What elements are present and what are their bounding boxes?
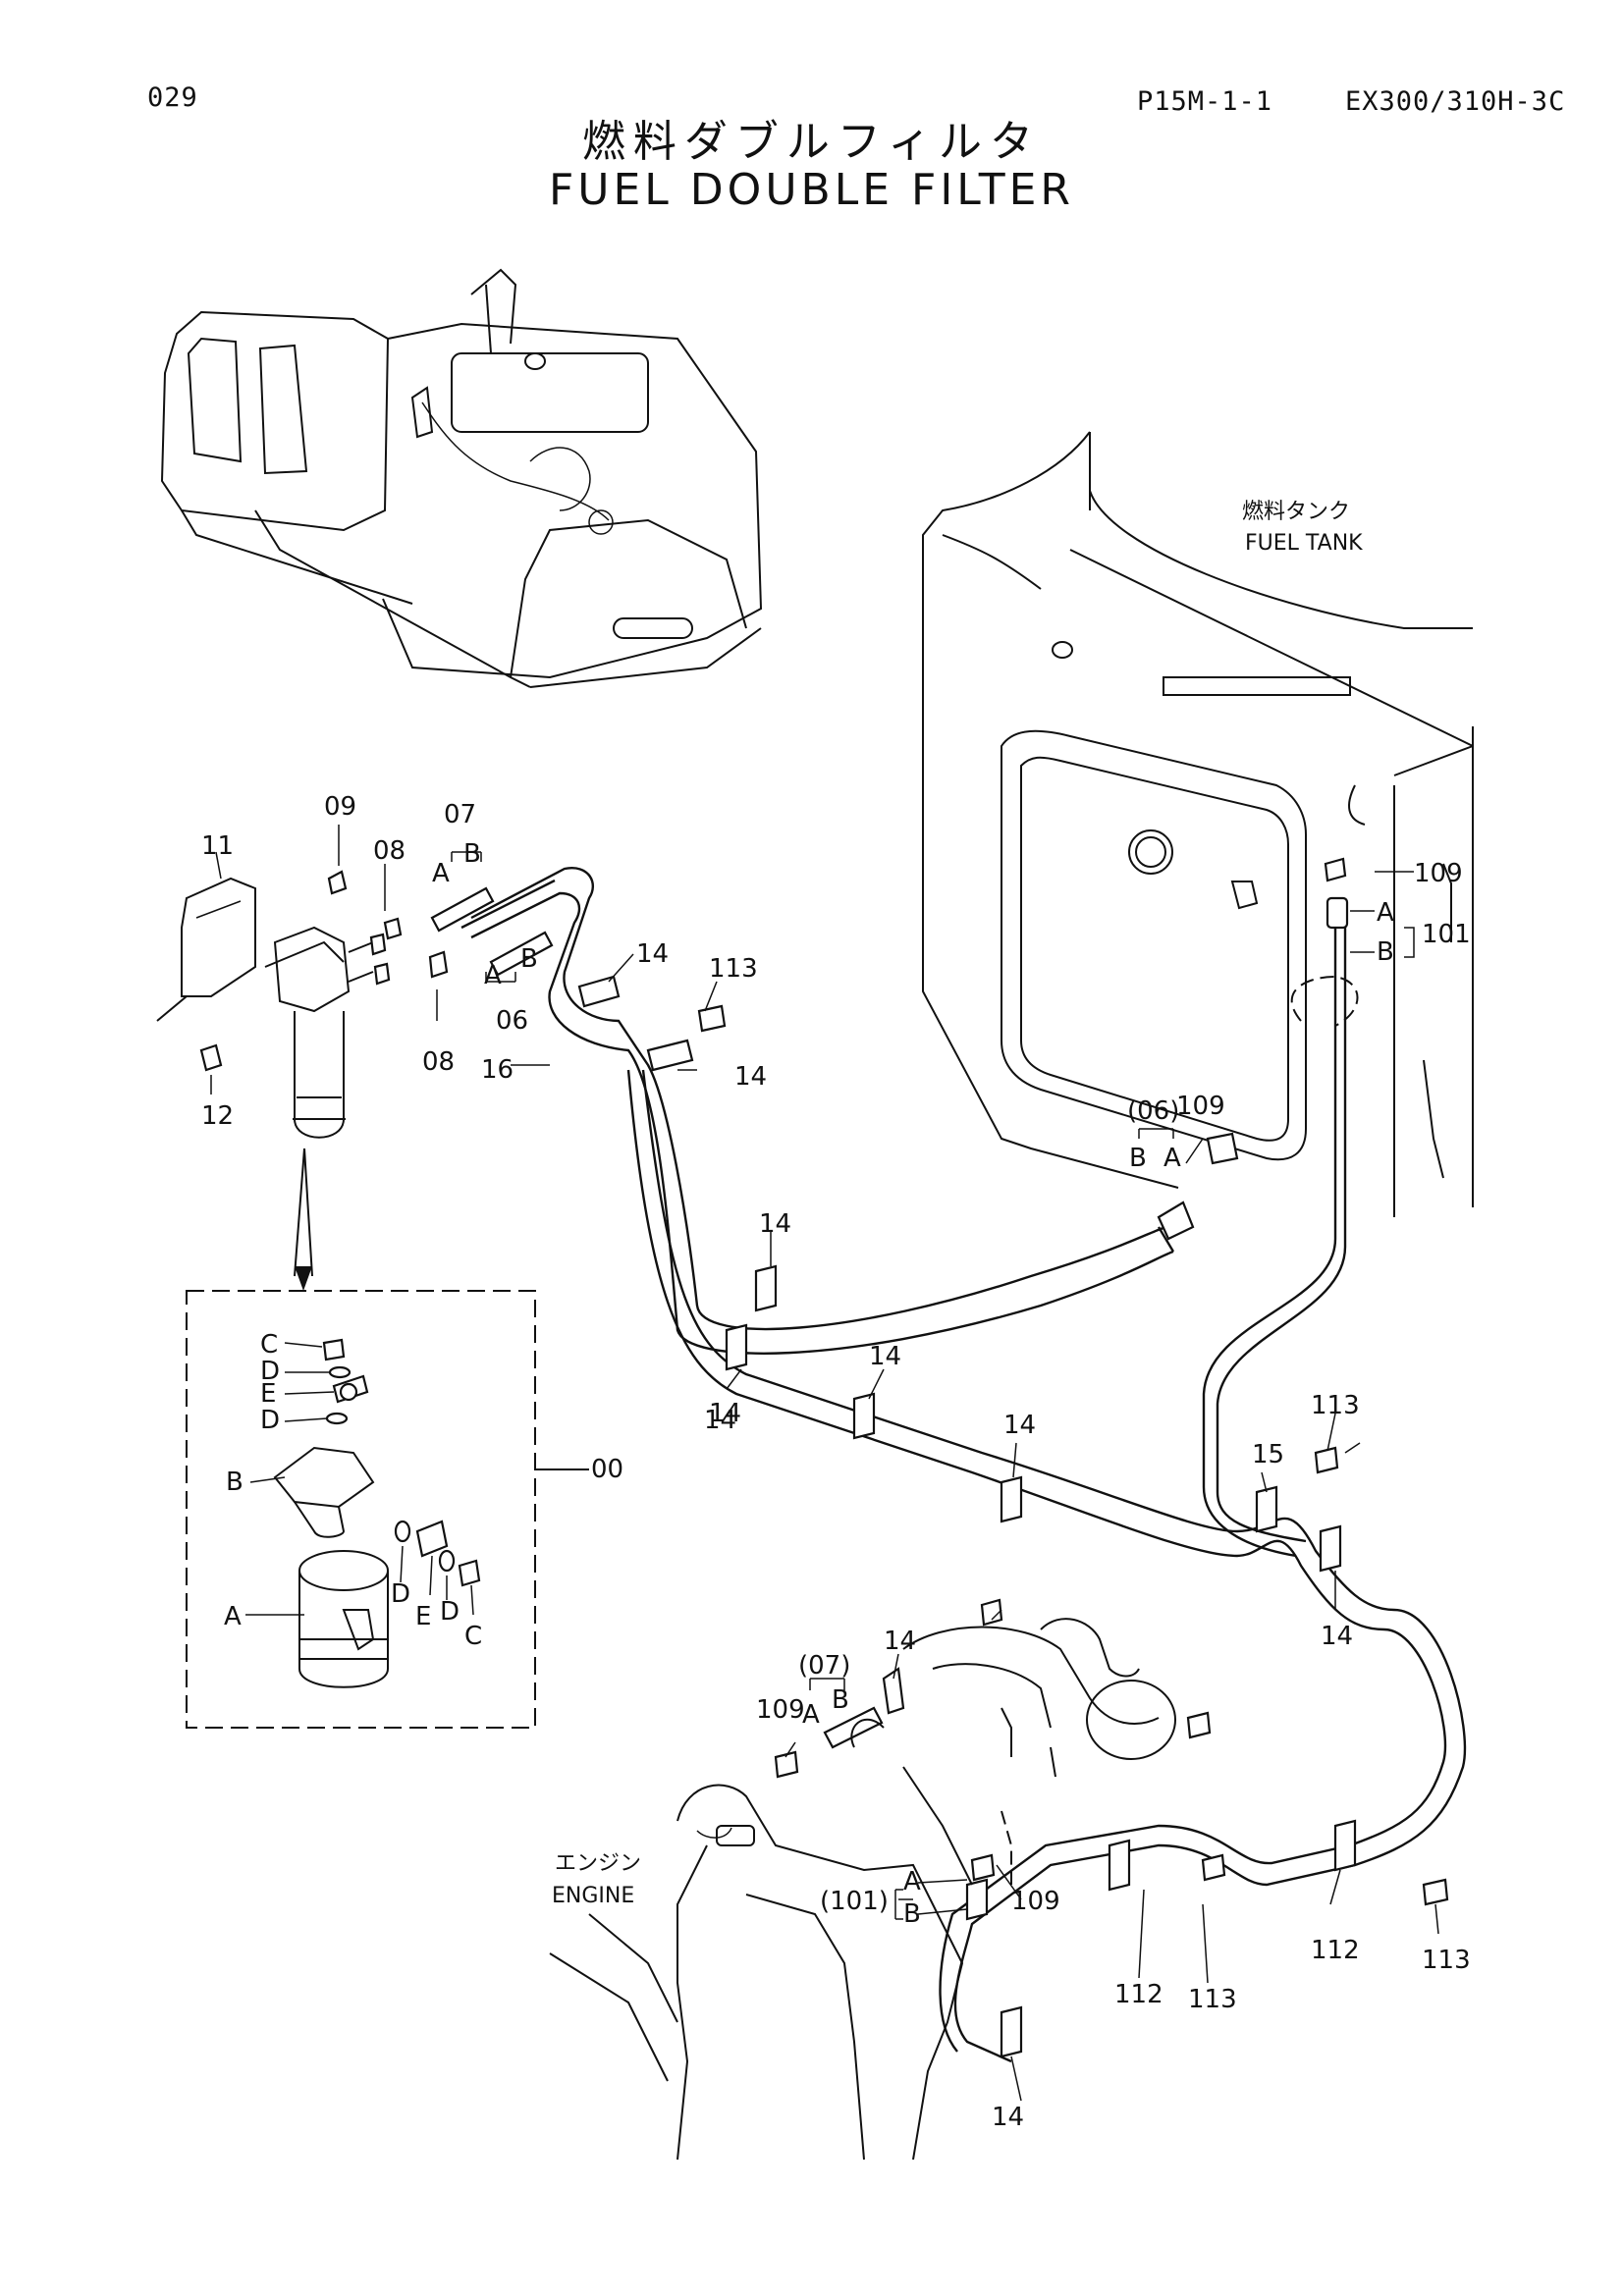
inset-letter-A: A <box>224 1602 242 1631</box>
excavator-overview-illustration <box>160 268 763 688</box>
callout-14: 14 <box>884 1627 916 1656</box>
inset-letter-D: D <box>391 1579 410 1609</box>
callout-14: 14 <box>1321 1622 1353 1651</box>
fuel-hoses <box>460 867 1467 2063</box>
inset-letter-E: E <box>415 1602 431 1631</box>
inset-letter-D: D <box>440 1597 460 1627</box>
callout-08-upper: 08 <box>373 836 406 866</box>
callout-11: 11 <box>201 831 234 861</box>
sub-letter-B: B <box>1129 1144 1147 1173</box>
inset-letter-B: B <box>226 1468 243 1497</box>
inset-letter-D: D <box>260 1406 280 1435</box>
callout-14: 14 <box>704 1406 736 1435</box>
callout-14: 14 <box>734 1062 767 1092</box>
inset-letter-C: C <box>464 1622 482 1651</box>
callout-16: 16 <box>481 1055 514 1085</box>
sub-letter-A: A <box>1163 1144 1181 1173</box>
engine-label-en: ENGINE <box>552 1884 634 1908</box>
callout-109: 109 <box>1414 859 1463 888</box>
hose-fittings-06-07 <box>430 886 1195 1241</box>
callout-113: 113 <box>709 954 758 984</box>
fuel-tank-illustration <box>922 431 1474 1217</box>
callout-101: 101 <box>1422 920 1471 949</box>
inset-letter-C: C <box>260 1330 278 1360</box>
callout-112: 112 <box>1311 1936 1360 1965</box>
callout-112: 112 <box>1114 1980 1163 2009</box>
callout-12: 12 <box>201 1101 234 1131</box>
sub-letter-B: B <box>1377 937 1394 967</box>
page-title-jp: 燃料ダブルフィルタ <box>581 117 1042 167</box>
sub-letter-A: A <box>1377 898 1394 928</box>
callout-leaders <box>210 825 1439 2102</box>
hose-clamps <box>577 975 1357 2058</box>
fuel-filter-assembly <box>156 870 449 1291</box>
engine-label-jp: エンジン <box>555 1851 641 1876</box>
callout-07-paren: (07) <box>798 1651 850 1681</box>
callout-07: 07 <box>444 800 476 829</box>
page-code: 029 <box>147 82 198 113</box>
callout-101-paren: (101) <box>820 1887 889 1916</box>
inset-letter-E: E <box>260 1379 276 1409</box>
callout-14: 14 <box>869 1342 901 1371</box>
callout-14: 14 <box>709 1399 741 1428</box>
sub-letter-B: B <box>903 1899 921 1929</box>
sub-letter-A: A <box>484 961 502 990</box>
sub-letter-B: B <box>463 839 481 869</box>
model-code: EX300/310H-3C <box>1345 86 1566 117</box>
callout-00: 00 <box>591 1455 623 1484</box>
fuel-tank-label-en: FUEL TANK <box>1245 531 1363 556</box>
sub-letter-B: B <box>832 1685 849 1715</box>
callout-06: 06 <box>496 1006 528 1036</box>
callout-15: 15 <box>1252 1440 1284 1469</box>
fuel-tank-label-jp: 燃料タンク <box>1242 500 1350 524</box>
callout-09: 09 <box>324 792 356 822</box>
sub-letter-A: A <box>432 859 450 888</box>
callout-113: 113 <box>1311 1391 1360 1420</box>
diagram-text-labels: 燃料タンク FUEL TANK エンジン ENGINE 09 07 A B 11… <box>201 500 1471 2132</box>
callout-113: 113 <box>1188 1985 1237 2014</box>
sub-letter-A: A <box>903 1867 921 1896</box>
callout-14: 14 <box>1003 1411 1036 1440</box>
sub-letter-B: B <box>520 944 538 974</box>
section-code: P15M-1-1 <box>1137 86 1273 117</box>
callout-14: 14 <box>759 1209 791 1239</box>
callout-113: 113 <box>1422 1946 1471 1975</box>
callout-06-paren: (06) <box>1127 1096 1179 1126</box>
engine-illustration <box>549 1618 1176 2161</box>
callout-14: 14 <box>992 2103 1024 2132</box>
inset-letter-D: D <box>260 1357 280 1386</box>
page-title-en: FUEL DOUBLE FILTER <box>548 165 1074 215</box>
sub-letter-A: A <box>802 1700 820 1730</box>
callout-109: 109 <box>756 1695 805 1725</box>
callout-14: 14 <box>636 939 669 969</box>
callout-109: 109 <box>1011 1887 1060 1916</box>
callout-08-lower: 08 <box>422 1047 455 1077</box>
detail-inset-00 <box>186 1290 589 1729</box>
callout-109: 109 <box>1176 1092 1225 1121</box>
